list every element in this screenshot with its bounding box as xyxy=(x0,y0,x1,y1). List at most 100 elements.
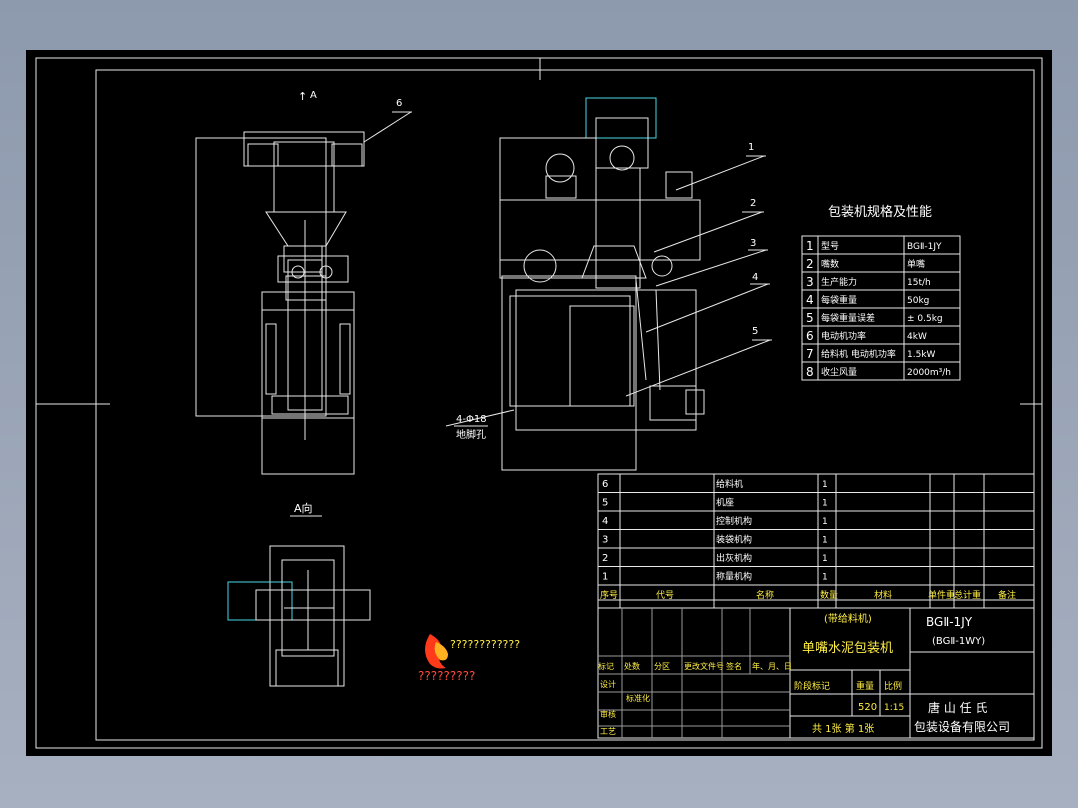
svg-text:工艺: 工艺 xyxy=(600,727,616,736)
bom-no: 5 xyxy=(602,498,608,509)
bom-row: 6 给料机 1 xyxy=(598,478,1034,493)
svg-text:重量: 重量 xyxy=(856,680,874,692)
spec-row: 6 电动机功率 4kW xyxy=(801,325,961,345)
bom-no: 1 xyxy=(602,572,608,583)
side-view: ↑ A 6 xyxy=(195,90,412,475)
svg-text:签名: 签名 xyxy=(726,661,742,671)
svg-text:年、月、日: 年、月、日 xyxy=(752,661,792,671)
bom-no: 6 xyxy=(602,479,608,490)
svg-text:更改文件号: 更改文件号 xyxy=(684,661,724,671)
svg-text:????????????: ???????????? xyxy=(450,638,520,651)
spec-name: 型号 xyxy=(821,241,839,252)
spec-value: 50kg xyxy=(907,296,929,306)
svg-text:(带给料机): (带给料机) xyxy=(824,612,872,625)
bom-name: 出灰机构 xyxy=(716,552,752,564)
svg-text:比例: 比例 xyxy=(884,680,902,692)
spec-no: 7 xyxy=(806,347,814,361)
bom-qty: 1 xyxy=(822,554,828,564)
bom-qty: 1 xyxy=(822,573,828,583)
bom-qty: 1 xyxy=(822,536,828,546)
bom-no: 3 xyxy=(602,535,608,546)
svg-text:阶段标记: 阶段标记 xyxy=(794,680,830,692)
spec-no: 8 xyxy=(806,365,814,379)
svg-text:数量: 数量 xyxy=(820,589,838,601)
spec-no: 2 xyxy=(806,257,814,271)
spec-row: 2 嘴数 单嘴 xyxy=(801,253,961,273)
spec-no: 6 xyxy=(806,329,814,343)
spec-no: 1 xyxy=(806,239,814,253)
svg-text:备注: 备注 xyxy=(998,589,1016,601)
svg-text:包装设备有限公司: 包装设备有限公司 xyxy=(914,720,1010,734)
svg-text:BGⅡ-1JY: BGⅡ-1JY xyxy=(926,615,973,629)
bom-no: 4 xyxy=(602,516,608,527)
svg-text:4-Φ18: 4-Φ18 xyxy=(456,414,487,425)
svg-text:分区: 分区 xyxy=(654,662,670,671)
spec-value: 4kW xyxy=(907,332,927,342)
spec-name: 生产能力 xyxy=(821,276,857,288)
bom-name: 机座 xyxy=(716,497,734,509)
svg-text:包装机规格及性能: 包装机规格及性能 xyxy=(828,204,932,220)
svg-text:?????????: ????????? xyxy=(418,669,475,683)
svg-text:共 1张 第 1张: 共 1张 第 1张 xyxy=(812,722,874,735)
bom-no: 2 xyxy=(602,553,608,564)
spec-no: 3 xyxy=(806,275,814,289)
bom-row: 4 控制机构 1 xyxy=(598,515,1034,530)
inner-frame xyxy=(95,69,1035,741)
spec-value: 1.5kW xyxy=(907,350,936,360)
spec-name: 给料机 电动机功率 xyxy=(821,348,896,360)
bom-name: 给料机 xyxy=(716,478,743,490)
front-view: 1 2 3 4 5 4-Φ18 地脚孔 xyxy=(445,97,772,471)
svg-text:2: 2 xyxy=(750,198,756,209)
bom-row: 2 出灰机构 1 xyxy=(598,552,1034,567)
watermark-logo: ???????????? ????????? xyxy=(418,634,520,683)
spec-name: 电动机功率 xyxy=(821,330,866,342)
outer-frame xyxy=(35,57,1043,749)
svg-text:6: 6 xyxy=(396,98,402,109)
cad-drawing: ↑ A 6 A向 xyxy=(35,57,1043,749)
bom-row: 5 机座 1 xyxy=(598,497,1034,512)
bom-name: 称量机构 xyxy=(716,571,752,583)
bom-qty: 1 xyxy=(822,480,828,490)
spec-name: 每袋重量误差 xyxy=(821,312,875,324)
spec-value: 单嘴 xyxy=(907,258,925,270)
spec-value: 2000m³/h xyxy=(907,368,951,378)
bom-qty: 1 xyxy=(822,499,828,509)
spec-name: 每袋重量 xyxy=(821,294,857,306)
spec-value: 15t/h xyxy=(907,278,931,288)
svg-text:1:15: 1:15 xyxy=(884,703,904,713)
svg-text:A: A xyxy=(310,90,317,101)
title-block: 标记 处数 分区 更改文件号 签名 年、月、日 设计 标准化 审核 工艺 (带给… xyxy=(598,607,1034,738)
svg-text:A向: A向 xyxy=(294,501,313,515)
svg-text:520: 520 xyxy=(858,702,877,713)
bom-qty: 1 xyxy=(822,517,828,527)
spec-row: 8 收尘风量 2000m³/h xyxy=(801,361,961,381)
svg-text:3: 3 xyxy=(750,238,756,249)
a-direction-view: A向 xyxy=(227,501,371,687)
svg-text:单件重: 单件重 xyxy=(928,589,955,601)
svg-text:序号: 序号 xyxy=(600,589,618,601)
svg-text:设计: 设计 xyxy=(600,679,616,689)
svg-text:1: 1 xyxy=(748,142,754,153)
svg-text:(BGⅡ-1WY): (BGⅡ-1WY) xyxy=(932,636,985,647)
svg-text:总计重: 总计重 xyxy=(954,589,981,601)
bom-row: 1 称量机构 1 xyxy=(598,571,1034,586)
svg-text:地脚孔: 地脚孔 xyxy=(456,428,486,441)
svg-text:审核: 审核 xyxy=(600,709,616,719)
spec-name: 收尘风量 xyxy=(821,366,857,378)
spec-row: 3 生产能力 15t/h xyxy=(801,271,961,291)
svg-text:代号: 代号 xyxy=(656,590,674,601)
spec-row: 7 给料机 电动机功率 1.5kW xyxy=(801,343,961,363)
spec-name: 嘴数 xyxy=(821,258,839,270)
svg-text:4: 4 xyxy=(752,272,758,283)
svg-text:唐 山 任 氏: 唐 山 任 氏 xyxy=(928,700,987,715)
svg-text:单嘴水泥包装机: 单嘴水泥包装机 xyxy=(802,641,893,656)
svg-text:材料: 材料 xyxy=(874,589,892,601)
bom-name: 控制机构 xyxy=(716,515,752,527)
drawing-sheet: ↑ A 6 A向 xyxy=(26,50,1052,756)
